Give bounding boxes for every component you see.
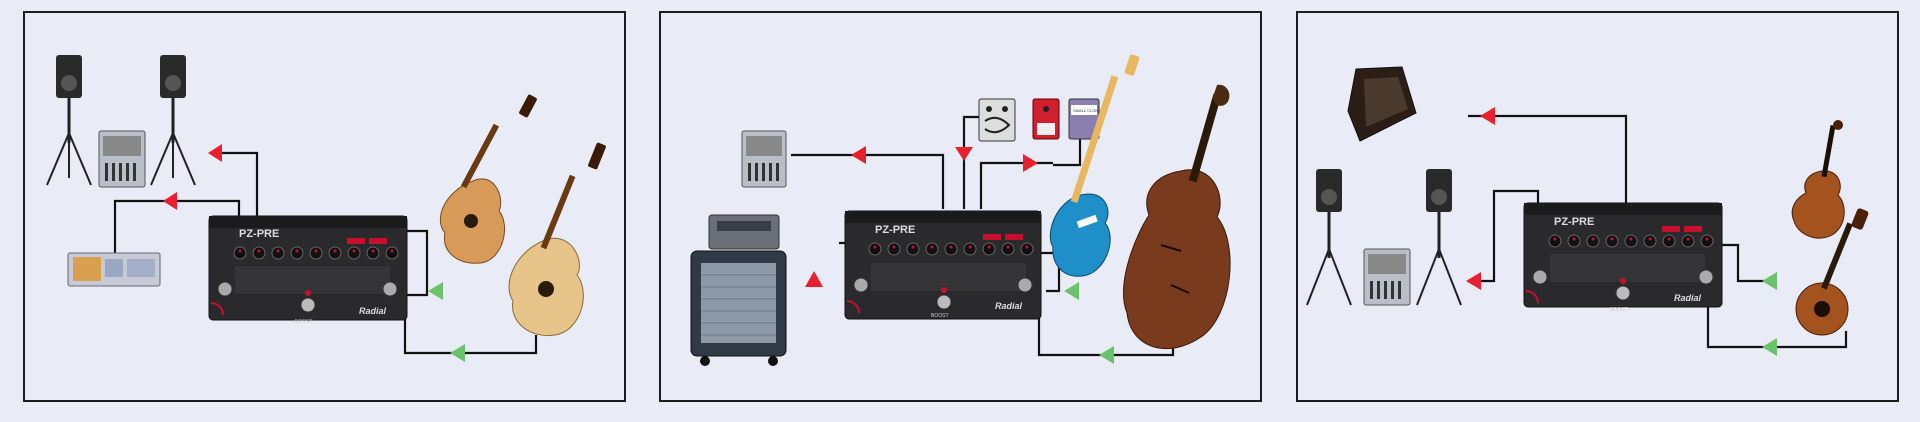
pz-pre-pedal: PZ-PRE BOOST Radial [1523,202,1723,313]
electric-bass-icon [1049,54,1140,277]
speaker-icon [1306,169,1352,306]
pedal-model-text: PZ-PRE [875,224,915,236]
brand-logo-text: Radial [359,306,387,316]
footswitch-label: BOOST [295,319,313,325]
pedal-model-text: PZ-PRE [239,228,279,240]
mandolin-icon [1795,208,1869,336]
chorus-pedal-icon: SMALL CLONE [1068,98,1101,140]
diagram-acoustic-pa: PZ-PRE BOOST Radial [46,55,606,362]
fuzz-pedal-icon [978,98,1016,142]
signal-out-arrow [1466,272,1481,290]
pz-pre-pedal: PZ-PRE BOOST Radial [844,210,1042,320]
footswitch-label: BOOST [931,313,949,319]
panel-violin-mandolin: PZ-PRE BOOST Radial [1296,11,1899,402]
diagram-bass-rig: SMALL CLONE PZ-PRE BOOST Radial [690,54,1231,366]
signal-out-arrow [1023,154,1038,172]
panel-acoustic-pa: PZ-PRE BOOST Radial [23,11,626,402]
acoustic-guitar-icon [439,94,537,264]
signal-in-arrow [450,344,465,362]
speaker-icon [1416,169,1462,306]
signal-out-arrow [805,271,823,287]
brand-logo-text: Radial [995,301,1023,311]
floor-monitor-icon [1347,66,1417,142]
diagram-violin-mandolin: PZ-PRE BOOST Radial [1306,66,1869,356]
signal-out-arrow [208,144,222,162]
signal-in-arrow [428,282,443,300]
violin-icon [1791,120,1845,239]
tuner-icon [67,252,161,287]
speaker-icon [150,55,196,186]
chorus-pedal-label: SMALL CLONE [1073,108,1101,113]
mixer-icon [741,130,787,188]
overdrive-pedal-icon [1032,98,1060,140]
signal-in-arrow [1762,338,1777,356]
signal-in-arrow [1762,272,1777,290]
signal-in-arrow [1099,346,1114,364]
pz-pre-pedal: PZ-PRE BOOST Radial [208,215,408,325]
speaker-icon [46,55,92,186]
mixer-icon [98,130,146,188]
signal-out-arrow [1480,107,1495,125]
bass-amp-icon [690,214,787,366]
footswitch-label: BOOST [1610,307,1628,313]
signal-out-arrow [851,146,866,164]
signal-out-arrow [163,192,177,210]
twelve-string-guitar-icon [508,142,606,337]
signal-in-arrow [1064,282,1079,300]
brand-logo-text: Radial [1674,293,1702,303]
panel-bass-rig: SMALL CLONE PZ-PRE BOOST Radial [659,11,1262,402]
pedal-model-text: PZ-PRE [1554,216,1594,228]
signal-out-arrow [955,147,973,161]
upright-bass-icon [1123,84,1231,350]
mixer-icon [1363,248,1411,306]
